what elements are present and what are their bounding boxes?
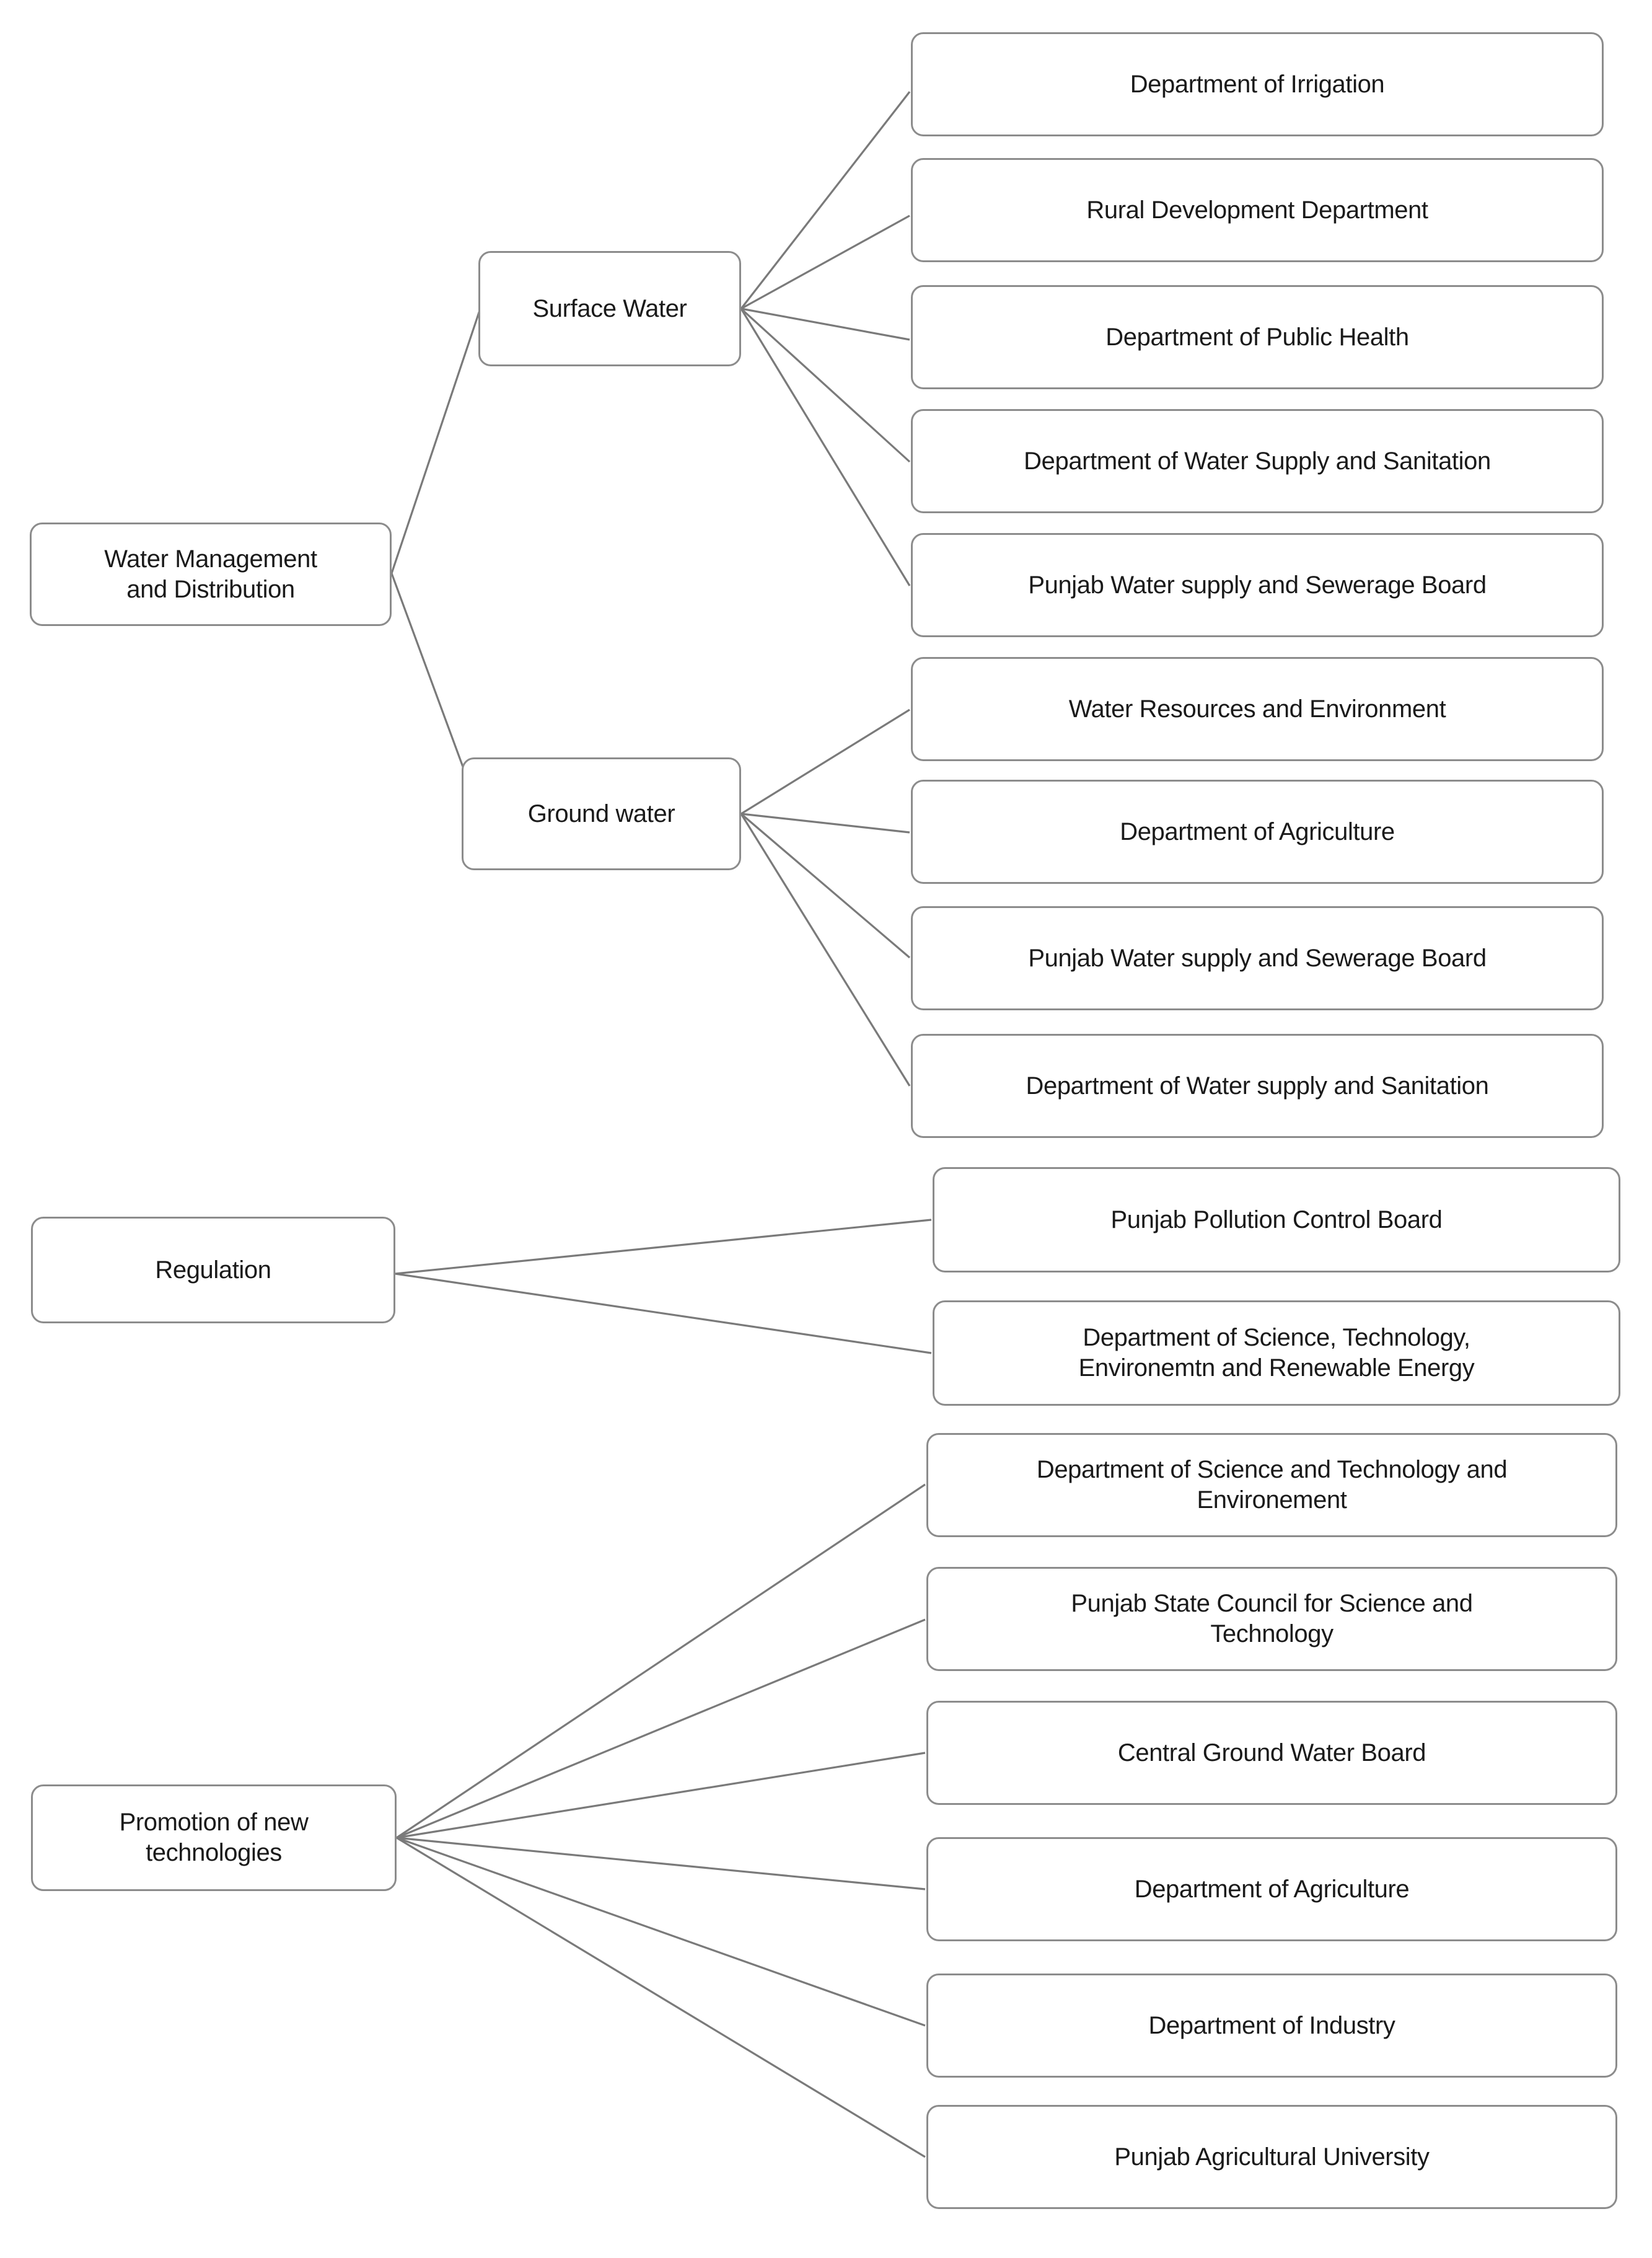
edge-pt-6 [396,1837,926,2158]
edge-wm-surface [390,308,481,574]
edge-gw-2 [740,813,910,834]
node-label: Promotion of new technologies [119,1809,309,1866]
edge-gw-3 [740,813,911,959]
node-punjab-state-council-for-science-and-technology[interactable]: Punjab State Council for Science and Tec… [926,1567,1617,1671]
node-label: Department of Industry [1148,2011,1395,2039]
node-department-of-water-supply-and-sanitation-gw[interactable]: Department of Water supply and Sanitatio… [911,1034,1604,1138]
edge-sw-2 [740,214,910,310]
node-department-of-water-supply-and-sanitation-sw[interactable]: Department of Water Supply and Sanitatio… [911,409,1604,513]
edge-pt-4 [396,1837,926,1890]
edge-gw-1 [740,708,910,815]
node-label: Punjab Water supply and Sewerage Board [1028,571,1487,599]
edge-sw-4 [740,307,911,463]
edge-rg-2 [395,1272,932,1354]
edge-pt-1 [396,1483,926,1839]
edge-sw-5 [740,308,911,586]
node-label: Department of Irrigation [1130,70,1385,98]
node-label: Water Resources and Environment [1068,695,1446,723]
node-label: Department of Agriculture [1134,1875,1410,1903]
edge-pt-3 [396,1752,926,1839]
node-department-of-agriculture-promo[interactable]: Department of Agriculture [926,1837,1617,1941]
node-regulation[interactable]: Regulation [31,1217,395,1323]
node-label: Department of Science and Technology and… [1036,1456,1508,1514]
node-label: Rural Development Department [1086,196,1428,224]
node-punjab-water-supply-and-sewerage-board-gw[interactable]: Punjab Water supply and Sewerage Board [911,906,1604,1010]
node-department-of-public-health[interactable]: Department of Public Health [911,285,1604,389]
edge-pt-5 [396,1837,926,2027]
node-surface-water[interactable]: Surface Water [478,251,741,366]
node-punjab-pollution-control-board[interactable]: Punjab Pollution Control Board [933,1167,1620,1272]
node-label: Punjab Agricultural University [1114,2143,1430,2171]
node-department-of-science-and-technology-and-environement[interactable]: Department of Science and Technology and… [926,1433,1617,1537]
node-label: Department of Agriculture [1120,818,1395,845]
node-label: Punjab State Council for Science and Tec… [1071,1590,1473,1647]
node-label: Surface Water [532,294,687,322]
edge-sw-3 [740,307,910,341]
node-rural-development-department[interactable]: Rural Development Department [911,158,1604,262]
edge-rg-1 [395,1219,932,1275]
node-water-management[interactable]: Water Management and Distribution [30,523,392,626]
node-label: Department of Public Health [1105,323,1409,351]
node-water-resources-and-environment[interactable]: Water Resources and Environment [911,657,1604,761]
edge-pt-2 [396,1618,926,1839]
node-label: Ground water [527,800,675,827]
node-label: Regulation [155,1256,271,1284]
node-department-of-industry[interactable]: Department of Industry [926,1974,1617,2078]
edge-sw-1 [740,91,911,309]
node-label: Punjab Water supply and Sewerage Board [1028,944,1487,972]
node-department-of-irrigation[interactable]: Department of Irrigation [911,32,1604,136]
node-label: Department of Water Supply and Sanitatio… [1024,447,1491,475]
edge-gw-4 [740,813,911,1087]
node-central-ground-water-board[interactable]: Central Ground Water Board [926,1701,1617,1805]
node-promotion-of-new-technologies[interactable]: Promotion of new technologies [31,1784,397,1891]
node-label: Department of Science, Technology, Envir… [1078,1324,1475,1382]
node-punjab-agricultural-university[interactable]: Punjab Agricultural University [926,2105,1617,2209]
node-label: Water Management and Distribution [104,545,317,603]
node-department-of-science-technology-environemtn-and-renewable-energy[interactable]: Department of Science, Technology, Envir… [933,1300,1620,1406]
node-label: Department of Water supply and Sanitatio… [1026,1072,1489,1100]
node-department-of-agriculture-gw[interactable]: Department of Agriculture [911,780,1604,884]
node-label: Central Ground Water Board [1117,1739,1426,1766]
node-punjab-water-supply-and-sewerage-board-sw[interactable]: Punjab Water supply and Sewerage Board [911,533,1604,637]
node-ground-water[interactable]: Ground water [462,757,741,870]
node-label: Punjab Pollution Control Board [1110,1206,1443,1233]
